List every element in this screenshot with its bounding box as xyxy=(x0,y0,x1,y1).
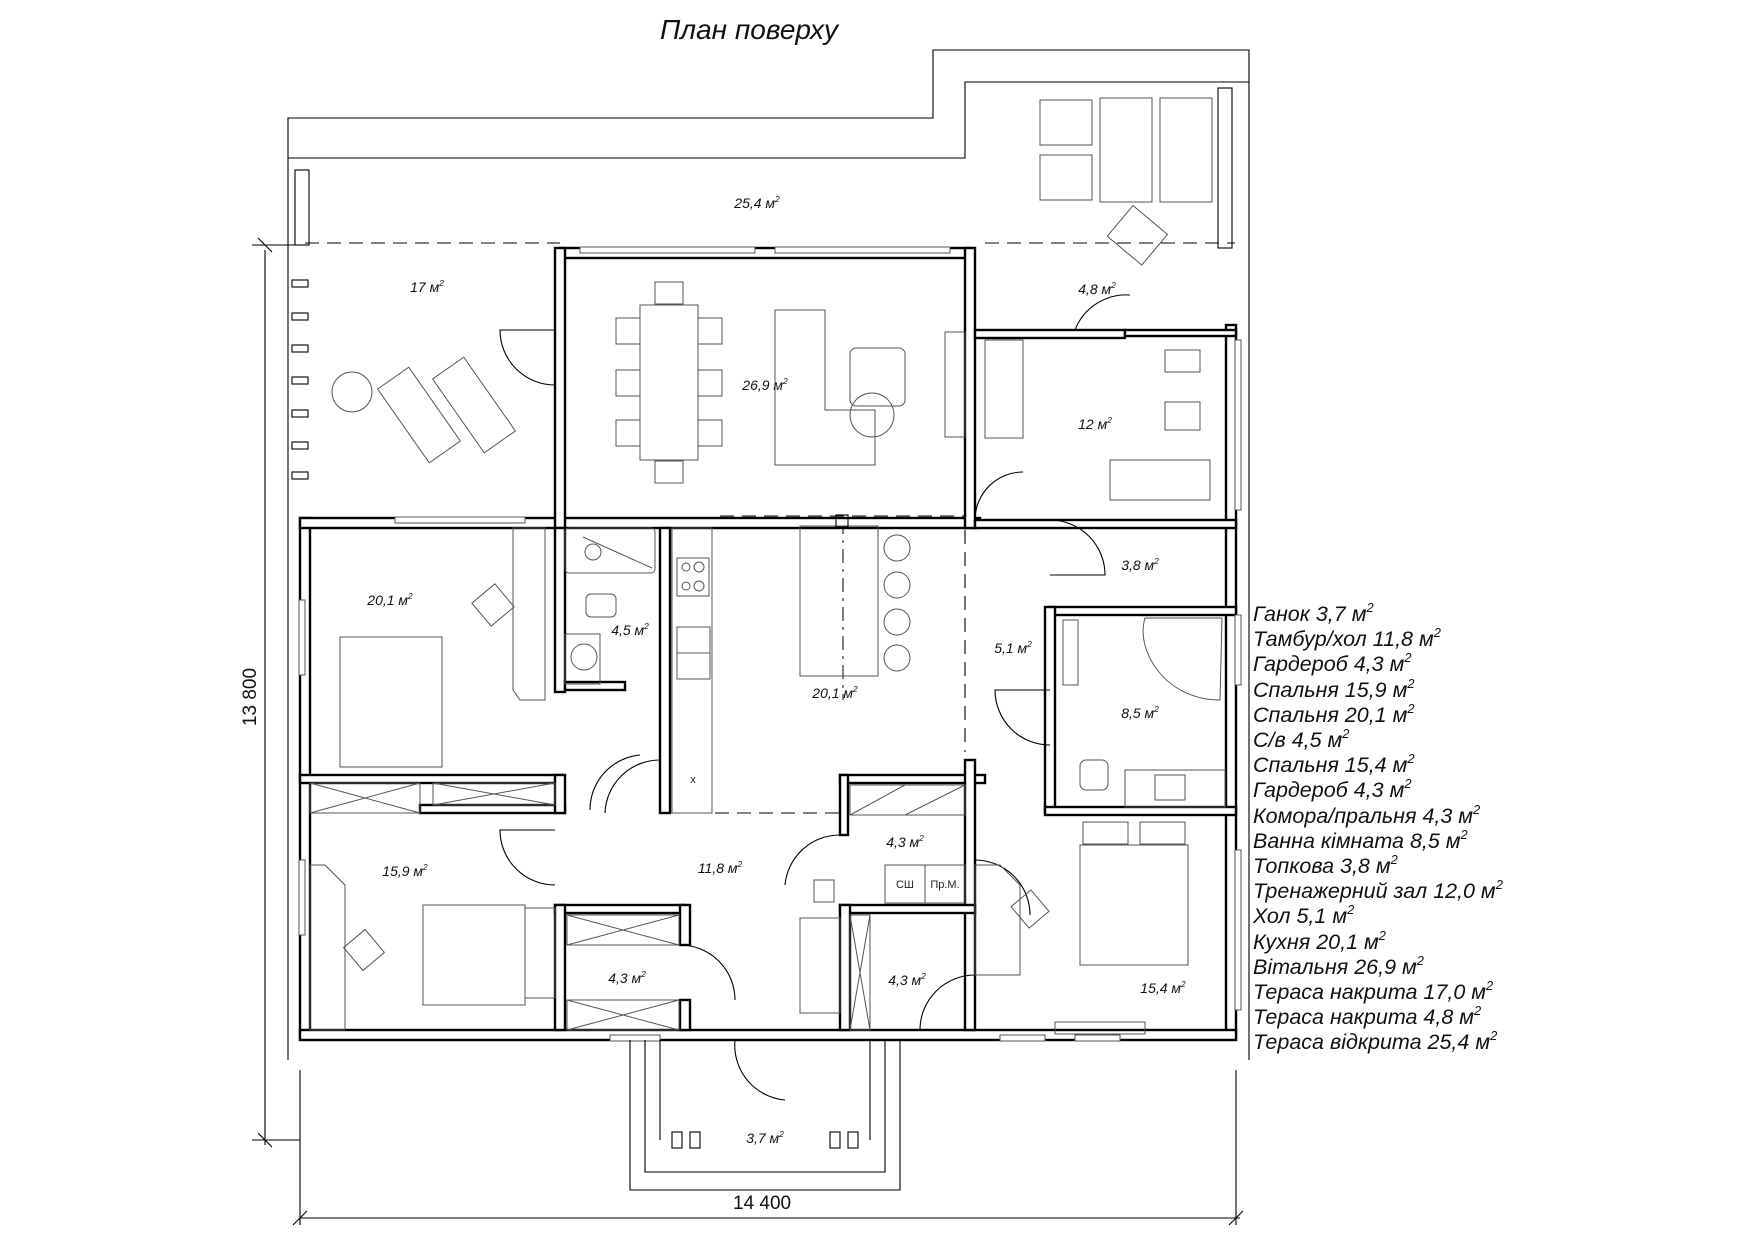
porch-outline xyxy=(629,1040,901,1191)
area-bedroom-20: 20,1 м2 xyxy=(367,591,413,608)
open-terrace-outline xyxy=(287,49,1250,245)
legend-unit-superscript: 2 xyxy=(1433,625,1441,641)
legend-unit-superscript: 2 xyxy=(1416,952,1424,968)
legend-unit-superscript: 2 xyxy=(1407,751,1415,767)
legend-item-label: Хол 5,1 м xyxy=(1253,904,1348,929)
terrace-furniture xyxy=(331,97,1213,464)
legend-item-label: Тераса накрита 17,0 м xyxy=(1253,980,1486,1005)
area-gym: 12 м2 xyxy=(1078,415,1112,432)
legend-item: Ганок 3,7 м2 xyxy=(1253,599,1503,627)
legend-item: Тераса накрита 17,0 м2 xyxy=(1253,978,1503,1005)
area-vestibule: 11,8 м2 xyxy=(697,859,743,876)
legend-item-label: С/в 4,5 м xyxy=(1253,728,1343,753)
legend-unit-superscript: 2 xyxy=(1378,927,1386,943)
wardrobe-furniture xyxy=(566,784,966,1031)
dashed-boundaries xyxy=(305,242,1235,814)
legend-item: Гардероб 4,3 м2 xyxy=(1253,650,1503,677)
height-dimension: 13 800 xyxy=(240,667,262,727)
legend-unit-superscript: 2 xyxy=(1490,1028,1498,1044)
dryer-label: СШ xyxy=(895,879,915,891)
legend-item-label: Вітальня 26,9 м xyxy=(1253,954,1417,979)
area-pantry: 4,3 м2 xyxy=(886,833,924,850)
legend-unit-superscript: 2 xyxy=(1390,852,1398,868)
legend-unit-superscript: 2 xyxy=(1460,826,1468,842)
legend-item-label: Гардероб 4,3 м xyxy=(1253,778,1405,803)
bedroom-15-4-furniture xyxy=(974,821,1189,1035)
legend-item-label: Ванна кімната 8,5 м xyxy=(1253,828,1461,853)
legend-item-label: Кухня 20,1 м xyxy=(1253,929,1379,954)
area-living: 26,9 м2 xyxy=(742,376,788,393)
exterior-walls xyxy=(298,246,1238,1042)
living-furniture xyxy=(615,281,1024,484)
area-terrace-open: 25,4 м2 xyxy=(734,194,780,211)
legend-unit-superscript: 2 xyxy=(1347,902,1355,918)
dimension-lines xyxy=(252,237,1250,1226)
legend-item: Спальня 15,9 м2 xyxy=(1253,675,1503,703)
legend-item: Спальня 20,1 м2 xyxy=(1253,700,1503,728)
terrace-posts xyxy=(291,87,1233,480)
legend-item: Тренажерний зал 12,0 м2 xyxy=(1253,877,1503,904)
legend-item: Кухня 20,1 м2 xyxy=(1253,927,1503,955)
area-kitchen: 20,1 м2 xyxy=(812,684,858,701)
plan-title: План поверху xyxy=(660,14,839,45)
legend-unit-superscript: 2 xyxy=(1473,801,1481,817)
bathroom-fixtures xyxy=(1062,617,1226,808)
legend-unit-superscript: 2 xyxy=(1407,700,1415,716)
legend-item: Хол 5,1 м2 xyxy=(1253,902,1503,929)
wc-fixtures xyxy=(564,527,656,685)
area-bathroom: 8,5 м2 xyxy=(1121,704,1159,721)
door-swings xyxy=(499,294,1131,1101)
legend-item: Тераса накрита 4,8 м2 xyxy=(1253,1003,1503,1030)
bedroom-15-9-furniture xyxy=(309,864,556,1031)
legend-item-label: Ганок 3,7 м xyxy=(1253,602,1367,626)
interior-walls xyxy=(298,328,1238,1032)
legend-item-label: Спальня 15,9 м xyxy=(1253,677,1408,702)
width-dimension: 14 400 xyxy=(733,1193,792,1214)
legend-unit-superscript: 2 xyxy=(1404,650,1412,666)
legend-unit-superscript: 2 xyxy=(1404,776,1412,792)
area-boiler: 3,8 м2 xyxy=(1121,556,1159,573)
washing-machine-label: Пр.М. xyxy=(930,879,960,891)
legend-unit-superscript: 2 xyxy=(1342,726,1350,741)
legend-unit-superscript: 2 xyxy=(1474,1003,1482,1019)
legend-item-label: Тамбур/хол 11,8 м xyxy=(1253,627,1434,652)
legend-item: Топкова 3,8 м2 xyxy=(1253,852,1503,879)
legend-item-label: Комора/пральня 4,3 м xyxy=(1253,803,1474,828)
legend-unit-superscript: 2 xyxy=(1407,675,1415,691)
fridge-mark: x xyxy=(690,774,696,786)
gym-equipment xyxy=(1109,349,1211,501)
legend-item-label: Тренажерний зал 12,0 м xyxy=(1253,879,1496,904)
area-hall: 5,1 м2 xyxy=(994,639,1032,656)
legend-unit-superscript: 2 xyxy=(1366,599,1374,615)
legend-item: Спальня 15,4 м2 xyxy=(1253,751,1503,778)
area-wardrobe-left: 4,3 м2 xyxy=(608,969,646,986)
legend-unit-superscript: 2 xyxy=(1485,978,1494,994)
legend-item-label: Тераса відкрита 25,4 м xyxy=(1253,1030,1491,1055)
area-bedroom-15-9: 15,9 м2 xyxy=(382,862,428,879)
legend-item: Тераса відкрита 25,4 м2 xyxy=(1253,1028,1503,1055)
legend-item: Вітальня 26,9 м2 xyxy=(1253,952,1503,980)
legend-item-label: Гардероб 4,3 м xyxy=(1253,652,1405,677)
legend-item-label: Спальня 15,4 м xyxy=(1253,753,1408,778)
windows xyxy=(298,246,1242,1042)
area-wardrobe-right: 4,3 м2 xyxy=(888,971,926,988)
legend-item-label: Тераса накрита 4,8 м xyxy=(1253,1005,1475,1030)
legend-item: Ванна кімната 8,5 м2 xyxy=(1253,826,1503,854)
kitchen-furniture xyxy=(671,514,911,814)
legend-item-label: Топкова 3,8 м xyxy=(1253,854,1391,879)
area-porch: 3,7 м2 xyxy=(746,1129,784,1146)
area-terrace-covered-left: 17 м2 xyxy=(410,278,444,295)
area-terrace-covered-right: 4,8 м2 xyxy=(1078,280,1116,297)
legend-item: Тамбур/хол 11,8 м2 xyxy=(1253,625,1503,652)
legend-item: С/в 4,5 м2 xyxy=(1253,726,1503,753)
legend-unit-superscript: 2 xyxy=(1495,877,1503,893)
area-bedroom-15-4: 15,4 м2 xyxy=(1140,979,1186,996)
area-wc: 4,5 м2 xyxy=(611,621,649,638)
legend-item: Комора/пральня 4,3 м2 xyxy=(1253,801,1503,829)
legend-item-label: Спальня 20,1 м xyxy=(1253,702,1408,727)
bedroom-20-furniture xyxy=(309,527,556,814)
legend-item: Гардероб 4,3 м2 xyxy=(1253,776,1503,803)
